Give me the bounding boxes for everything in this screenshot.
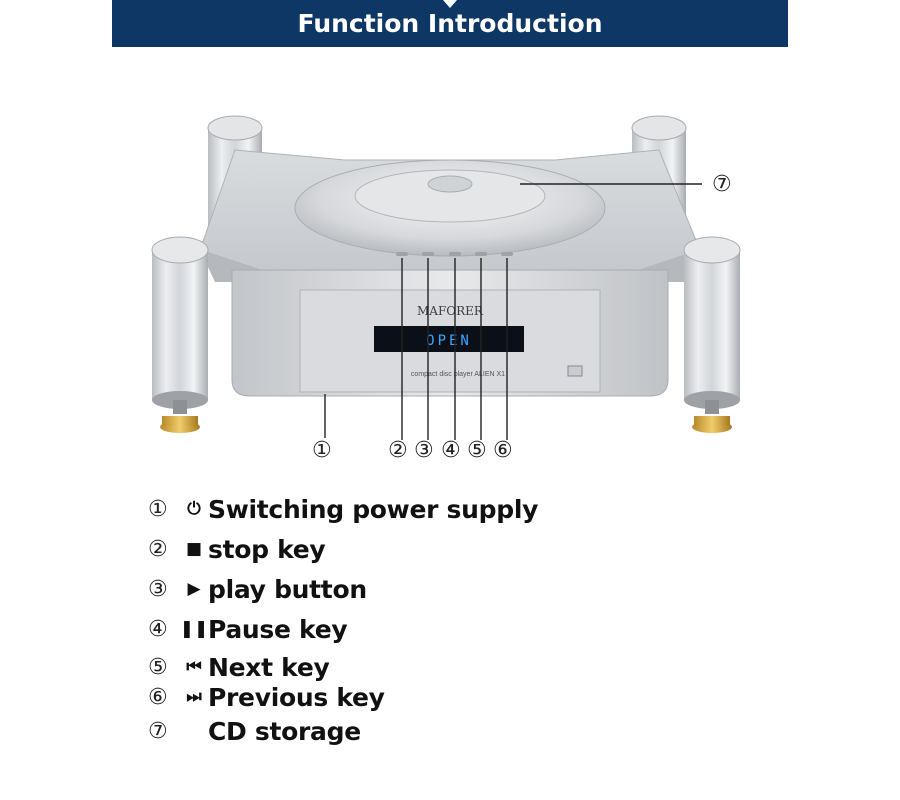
legend-item-next: ⑤ ⏮ Next key [148, 652, 330, 682]
legend-number: ④ [148, 616, 168, 642]
callout-7: ⑦ [712, 172, 732, 197]
previous-icon: ⏭ [186, 687, 202, 707]
callout-lines [324, 183, 702, 440]
front-left-pillar [151, 236, 209, 433]
callout-2: ② [388, 438, 408, 463]
legend-label: Switching power supply [208, 494, 539, 524]
legend-number: ⑦ [148, 718, 168, 744]
pause-icon: ❚❚ [179, 619, 209, 639]
page-title: Function Introduction [297, 9, 603, 38]
callout-3: ③ [414, 438, 434, 463]
legend-item-stop: ② ■ stop key [148, 534, 326, 564]
legend-item-cd-storage: ⑦ CD storage [148, 716, 361, 746]
cd-player-illustration: OPEN MAFORER compact disc player ALIEN X… [140, 100, 760, 480]
legend-label: Previous key [208, 682, 385, 712]
callout-1: ① [312, 438, 332, 463]
display-text: OPEN [426, 333, 472, 349]
legend-item-previous: ⑥ ⏭ Previous key [148, 682, 385, 712]
legend-label: stop key [208, 534, 326, 564]
legend-number: ② [148, 536, 168, 562]
header-banner: Function Introduction [112, 0, 788, 47]
brand-label: MAFORER [417, 304, 484, 318]
legend-number: ⑥ [148, 684, 168, 710]
legend-item-power: ① ⏻ Switching power supply [148, 494, 538, 524]
callout-4: ④ [441, 438, 461, 463]
legend-number: ① [148, 496, 168, 522]
banner-notch [443, 0, 457, 8]
legend-item-play: ③ ▶ play button [148, 574, 367, 604]
legend-label: CD storage [208, 716, 361, 746]
product-caption: compact disc player ALIEN X1 [411, 371, 505, 378]
legend-item-pause: ④ ❚❚ Pause key [148, 614, 348, 644]
legend-label: Pause key [208, 614, 348, 644]
legend-label: Next key [208, 652, 330, 682]
legend-number: ③ [148, 576, 168, 602]
play-icon: ▶ [187, 579, 201, 599]
callout-6: ⑥ [493, 438, 513, 463]
power-icon: ⏻ [187, 499, 201, 519]
front-right-pillar [683, 236, 741, 433]
legend-number: ⑤ [148, 654, 168, 680]
next-icon: ⏮ [186, 657, 202, 677]
callout-5: ⑤ [467, 438, 487, 463]
stop-icon: ■ [185, 539, 203, 559]
cd-player-svg: OPEN MAFORER compact disc player ALIEN X… [151, 115, 741, 440]
legend-label: play button [208, 574, 367, 604]
